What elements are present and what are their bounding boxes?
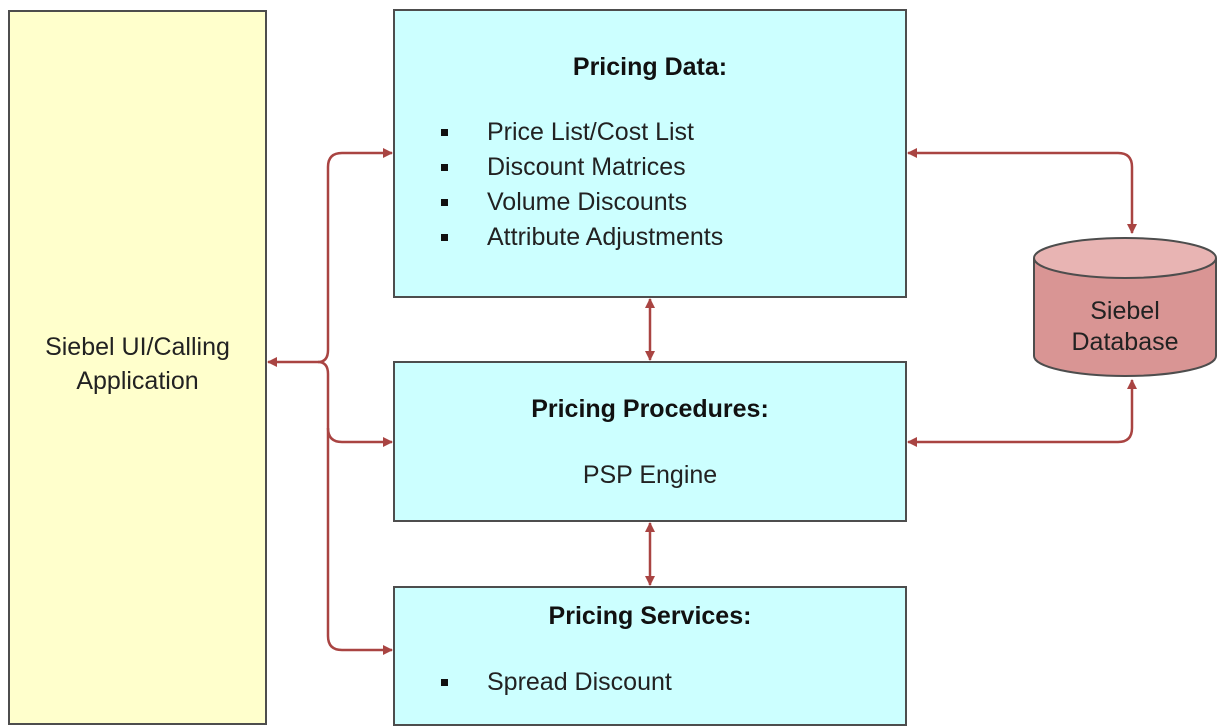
list-item-text: Attribute Adjustments [487,223,724,251]
bullet-icon [441,129,448,136]
database-icon [1033,237,1217,377]
bullet-icon [441,679,448,686]
pricing-services-list: Spread Discount [395,665,905,700]
bullet-icon [441,199,448,206]
database-label-line1: Siebel [1090,297,1160,325]
list-item-text: Discount Matrices [487,153,686,181]
pricing-procedures-box: Pricing Procedures: PSP Engine [393,361,907,522]
list-item: Attribute Adjustments [395,220,905,255]
list-item: Volume Discounts [395,185,905,220]
list-item-text: Price List/Cost List [487,118,695,146]
arrow-to-pricing-procedures [317,360,393,447]
database-label: Siebel Database [1032,296,1218,358]
list-item: Discount Matrices [395,150,905,185]
siebel-ui-label-line1: Siebel UI/Calling [45,333,230,361]
pricing-services-box: Pricing Services: Spread Discount [393,586,907,726]
arrow-data-database [907,148,1137,234]
pricing-services-title: Pricing Services: [548,602,752,630]
pricing-data-box: Pricing Data: Price List/Cost List Disco… [393,9,907,298]
psp-engine-label: PSP Engine [582,461,718,489]
siebel-database-cylinder: Siebel Database [1032,234,1218,380]
list-item: Price List/Cost List [395,115,905,150]
pricing-data-list: Price List/Cost List Discount Matrices V… [395,115,905,255]
arrow-procedures-database [907,379,1137,447]
siebel-ui-label-line2: Application [76,367,199,395]
arrow-to-pricing-services [326,428,393,655]
database-label-line2: Database [1071,328,1179,356]
pricing-data-title: Pricing Data: [572,53,728,81]
bullet-icon [441,164,448,171]
siebel-ui-calling-application-box: Siebel UI/Calling Application [8,10,267,725]
list-item: Spread Discount [395,665,905,700]
arrow-to-pricing-data [317,148,393,364]
list-item-text: Spread Discount [487,668,672,696]
pricing-procedures-title: Pricing Procedures: [531,395,769,423]
siebel-ui-label: Siebel UI/Calling Application [10,330,265,398]
list-item-text: Volume Discounts [487,188,688,216]
bullet-icon [441,234,448,241]
